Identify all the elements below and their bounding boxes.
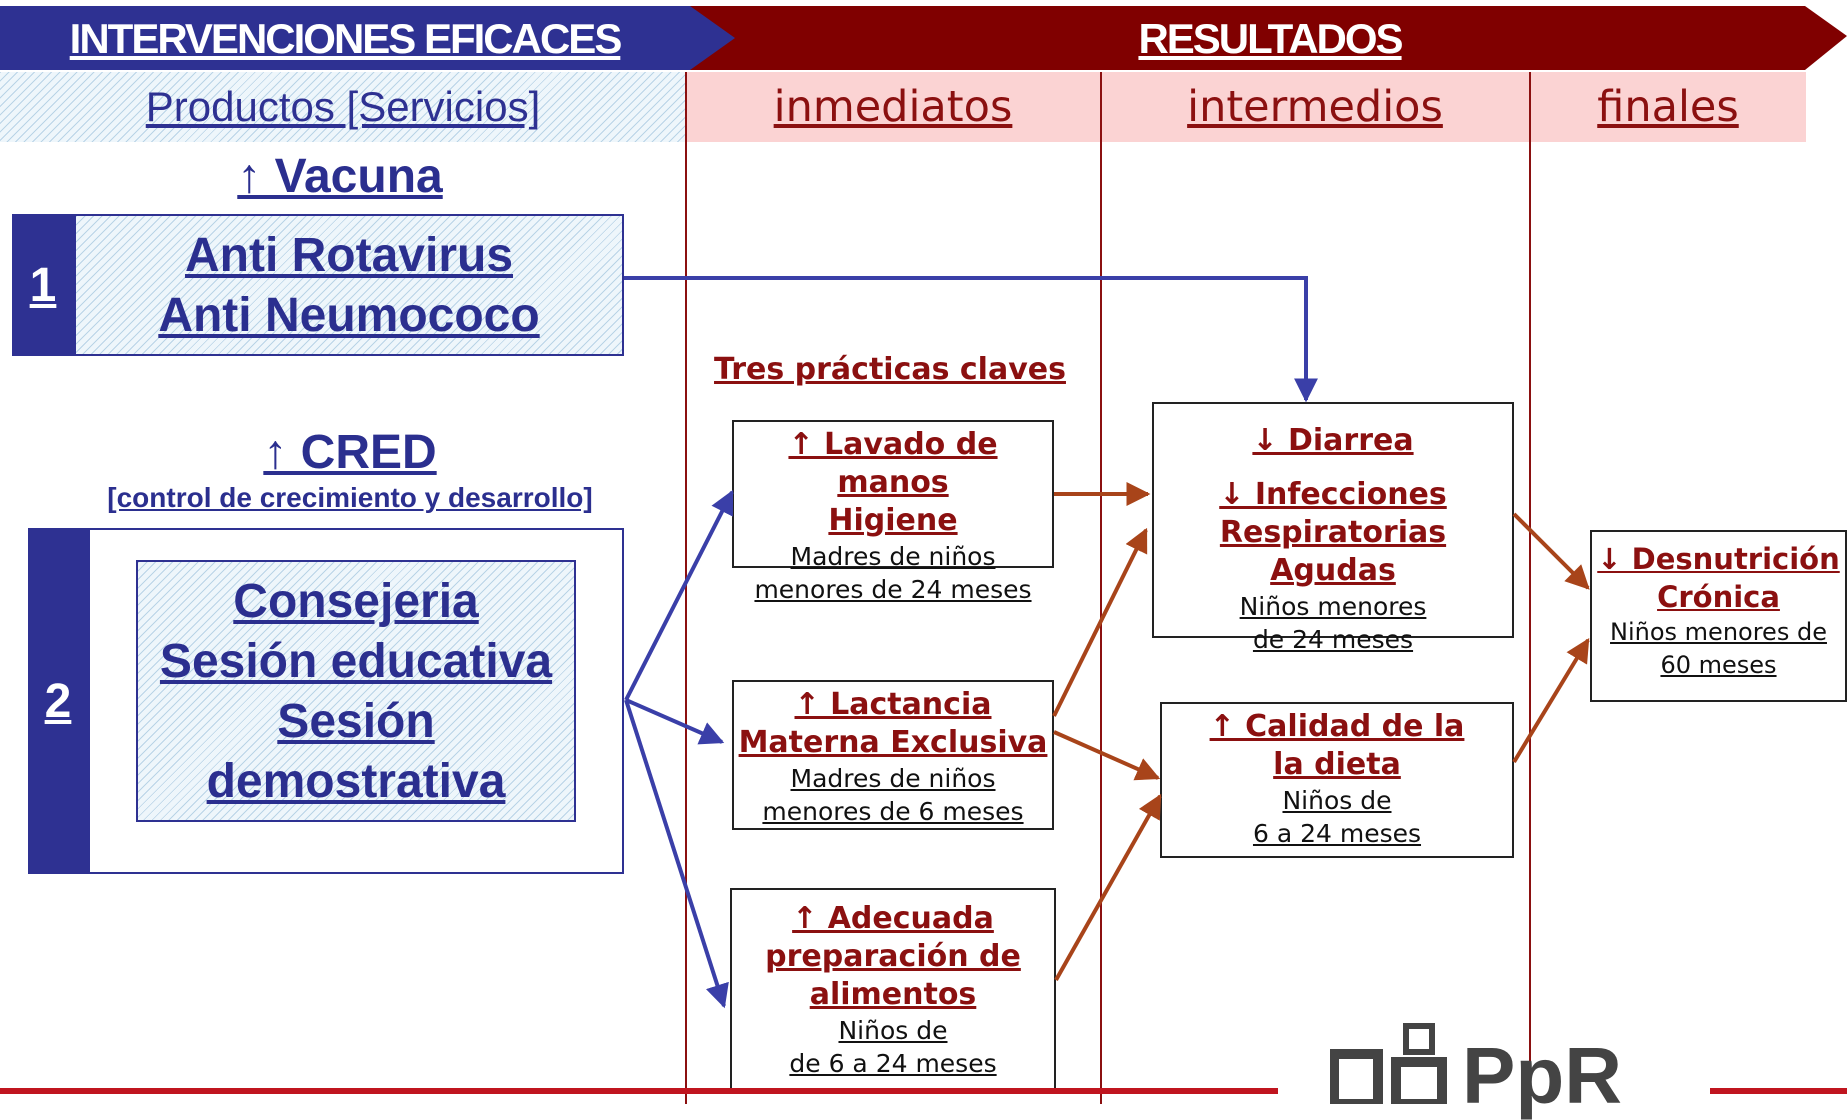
food-title-2: preparación de	[765, 939, 1021, 974]
intervention-number-2: 2	[28, 528, 88, 874]
box-handwashing: ↑ Lavado de manos Higiene Madres de niño…	[732, 420, 1054, 604]
bottom-line-right	[1710, 1088, 1847, 1094]
cred-consejeria: Consejeria	[233, 575, 479, 628]
ira-title-1: ↓ Infecciones	[1219, 477, 1447, 512]
header-banner	[0, 6, 1847, 70]
results-banner	[660, 6, 1847, 70]
breastfeeding-sub-2: menores de 6 meses	[762, 797, 1024, 826]
arrow-cred-to-handwashing	[624, 489, 734, 701]
handwashing-sub-2: menores de 24 meses	[754, 575, 1032, 604]
results-title: RESULTADOS	[1138, 15, 1403, 62]
cred-demostrativa: demostrativa	[206, 755, 506, 808]
products-band	[0, 72, 686, 142]
handwashing-title-2: Higiene	[828, 503, 958, 538]
cred-sesion-educativa: Sesión educativa	[159, 635, 553, 688]
box-food-preparation: ↑ Adecuada preparación de alimentos Niño…	[730, 888, 1056, 1094]
malnutrition-sub-2: 60 meses	[1660, 651, 1777, 679]
food-sub-1: Niños de	[838, 1016, 948, 1045]
food-sub-2: de 6 a 24 meses	[789, 1049, 997, 1078]
column-final: finales	[1597, 82, 1739, 132]
ppr-logo-mark	[1330, 1023, 1447, 1104]
ira-title-2: Respiratorias Agudas	[1219, 515, 1447, 588]
arrow-food-to-diet	[1054, 793, 1162, 981]
intervention-number-1: 1	[12, 214, 74, 356]
bottom-line-left	[0, 1088, 1278, 1094]
cred-inner-box	[136, 560, 576, 822]
practices-label: Tres prácticas claves	[714, 352, 1066, 387]
food-title-1: ↑ Adecuada	[792, 901, 994, 936]
malnutrition-title-1: ↓ Desnutrición	[1597, 542, 1840, 576]
divider-3	[1529, 72, 1531, 1104]
diet-title-2: la dieta	[1273, 747, 1401, 782]
diet-sub-2: 6 a 24 meses	[1252, 819, 1422, 848]
vaccine-heading: ↑ Vacuna	[237, 150, 443, 203]
handwashing-sub-1: Madres de niños	[790, 542, 996, 571]
box-breastfeeding: ↑ Lactancia Materna Exclusiva Madres de …	[732, 680, 1054, 830]
box-chronic-malnutrition: ↓ Desnutrición Crónica Niños menores de …	[1590, 530, 1847, 702]
vaccine-box	[74, 214, 624, 356]
breastfeeding-sub-1: Madres de niños	[790, 764, 996, 793]
results-band	[686, 72, 1806, 142]
interventions-banner	[0, 6, 735, 70]
divider-2	[1100, 72, 1102, 1104]
arrow-diarrhea-to-malnutrition	[1512, 512, 1590, 590]
breastfeeding-title-2: Materna Exclusiva	[738, 725, 1048, 760]
arrow-diet-to-malnutrition	[1512, 637, 1590, 764]
vaccine-rotavirus: Anti Rotavirus	[184, 229, 514, 282]
cred-subheading: [control de crecimiento y desarrollo]	[107, 482, 593, 513]
diet-title-1: ↑ Calidad de la	[1209, 709, 1465, 744]
ppr-logo-text: PpR	[1462, 1031, 1622, 1120]
cred-heading: ↑ CRED	[263, 426, 437, 479]
food-title-3: alimentos	[809, 977, 977, 1012]
column-intermediate: intermedios	[1187, 82, 1443, 132]
arrow-breastfeeding-to-diet	[1053, 730, 1161, 781]
interventions-title: INTERVENCIONES EFICACES	[69, 15, 623, 62]
diarrhea-title: ↓ Diarrea	[1252, 423, 1414, 458]
ira-sub-2: de 24 meses	[1252, 625, 1414, 654]
ira-sub-1: Niños menores	[1239, 592, 1427, 621]
vaccine-neumococo: Anti Neumococo	[158, 289, 540, 342]
box-diet-quality: ↑ Calidad de la la dieta Niños de 6 a 24…	[1160, 702, 1514, 858]
divider-1	[685, 72, 687, 1104]
arrow-cred-to-breastfeeding	[625, 698, 725, 745]
malnutrition-title-2: Crónica	[1657, 580, 1780, 614]
handwashing-title-1: ↑ Lavado de manos	[788, 427, 998, 500]
cred-sesion: Sesión	[277, 695, 435, 748]
column-products: Productos [Servicios]	[145, 83, 541, 130]
column-immediate: inmediatos	[773, 82, 1013, 132]
malnutrition-sub-1: Niños menores de	[1610, 618, 1827, 646]
diet-sub-1: Niños de	[1282, 786, 1392, 815]
box-diarrhea-ira: ↓ Diarrea ↓ Infecciones Respiratorias Ag…	[1152, 402, 1514, 654]
breastfeeding-title-1: ↑ Lactancia	[794, 687, 992, 722]
arrow-cred-to-food	[624, 699, 729, 1009]
